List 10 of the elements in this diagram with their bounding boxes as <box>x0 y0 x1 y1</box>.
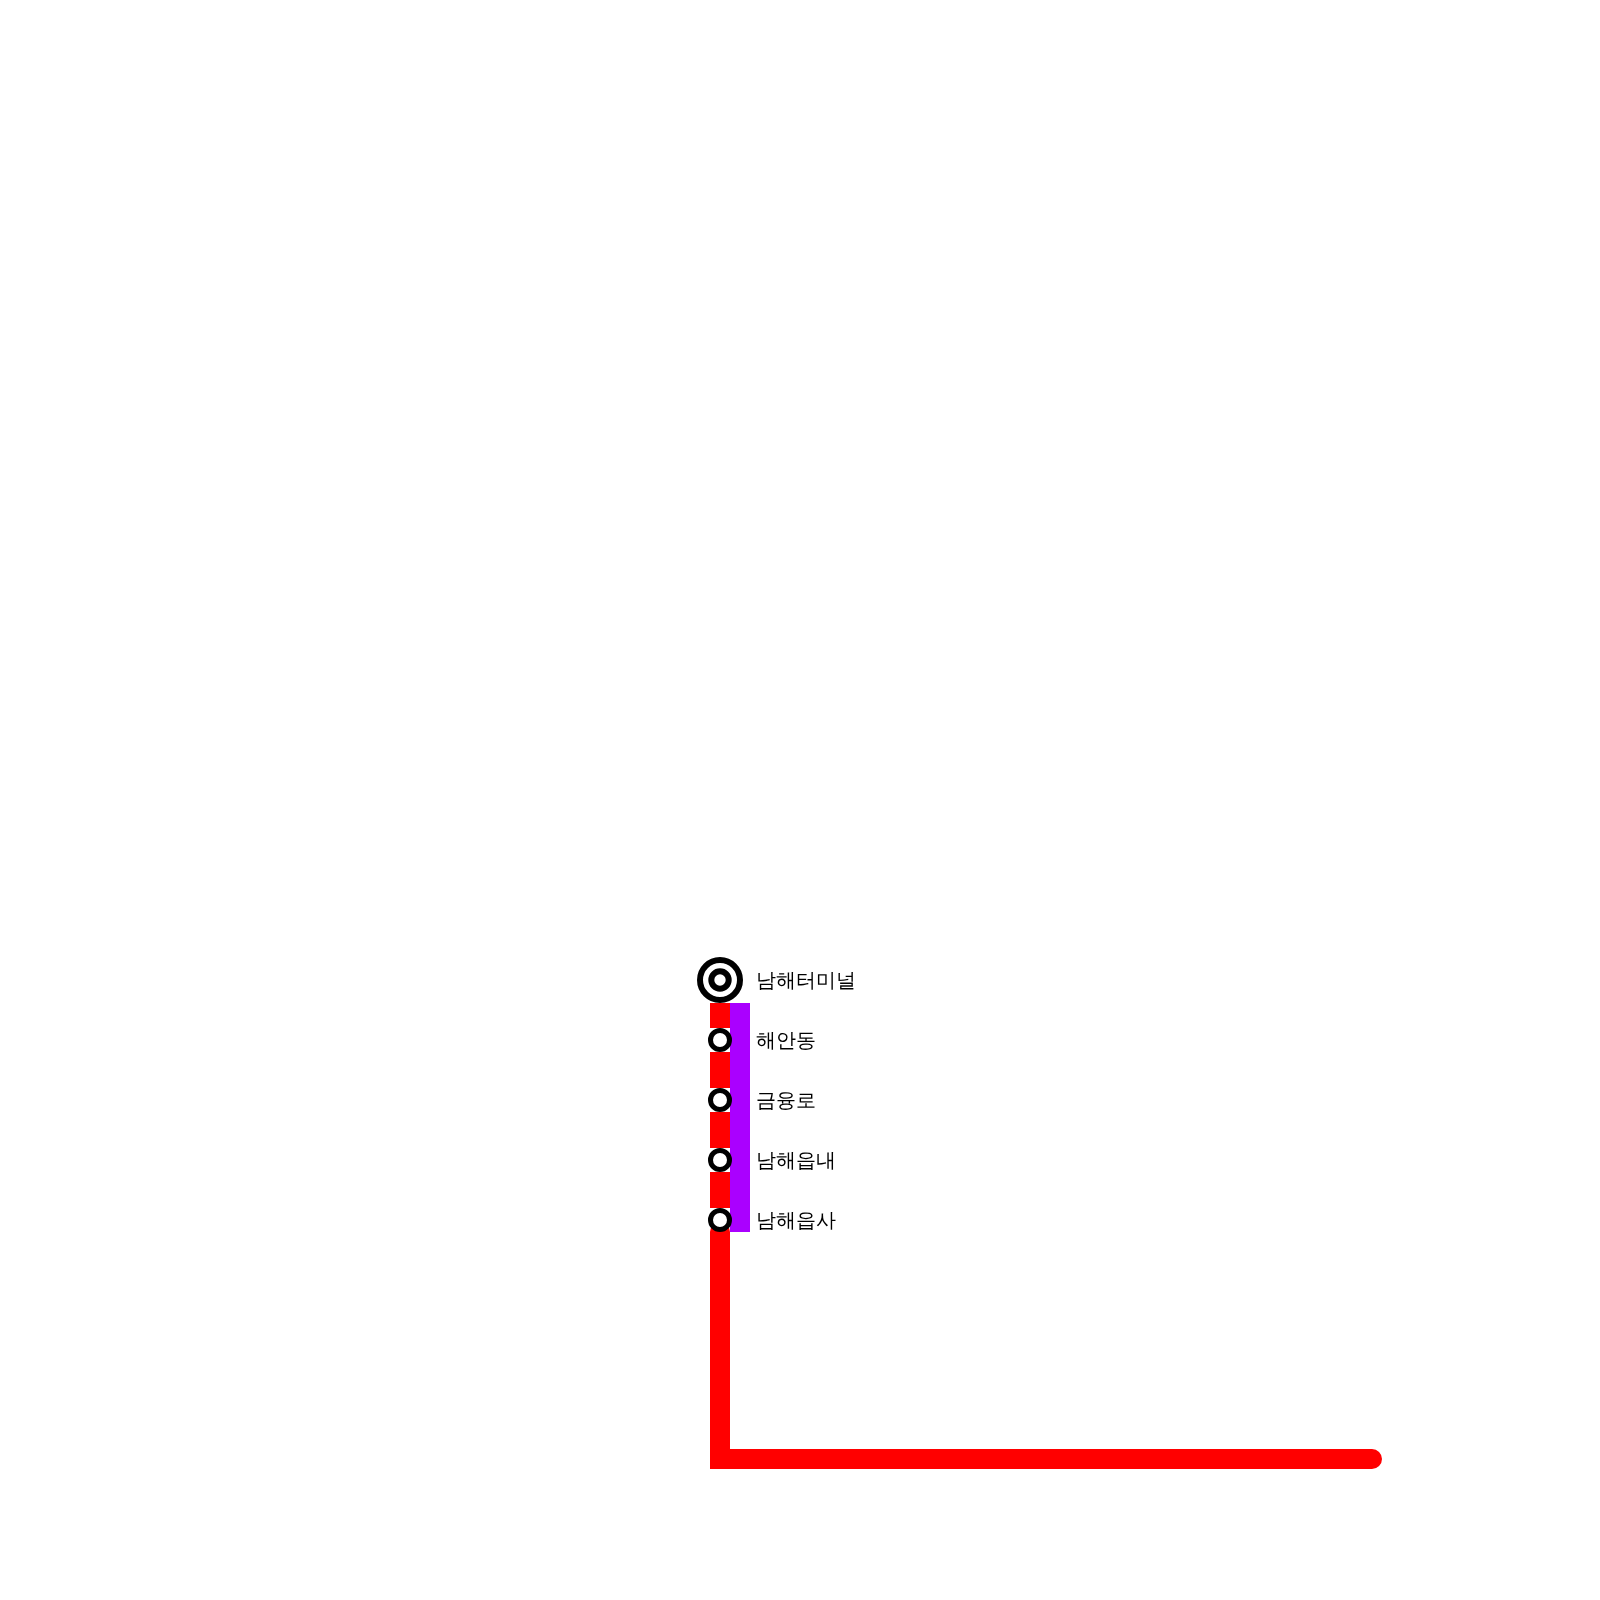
rail-line <box>710 1052 730 1088</box>
rail-line <box>710 1003 730 1028</box>
station-name: 남해읍사 <box>756 1208 836 1232</box>
station-name: 해안동 <box>756 1028 816 1052</box>
station-name: 남해터미널 <box>756 968 856 992</box>
rail-line <box>710 1112 730 1148</box>
station-name: 남해읍내 <box>756 1148 836 1172</box>
rail-line <box>710 1172 730 1208</box>
rail-line <box>730 1003 750 1232</box>
station-name: 금융로 <box>756 1088 816 1112</box>
